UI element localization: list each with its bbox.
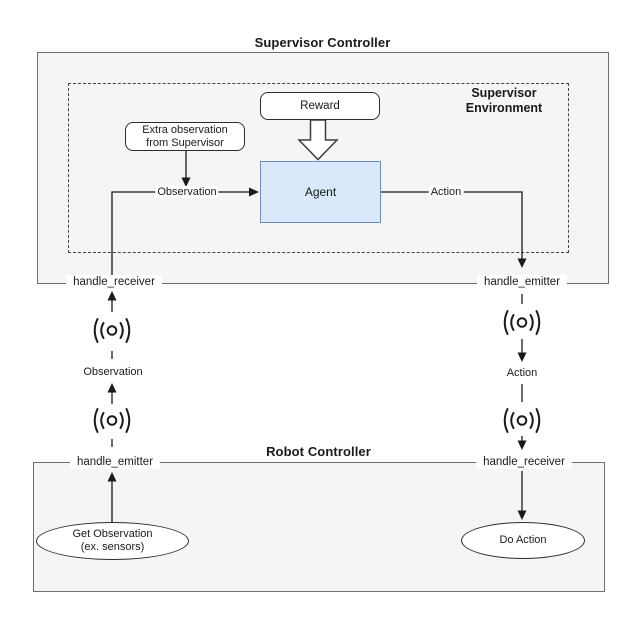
robot-handle-emitter-label: handle_emitter [69,455,161,469]
robot-controller-title: Robot Controller [266,444,371,459]
supervisor-handle-receiver-label: handle_receiver [66,275,162,289]
do-action-ellipse: Do Action [461,522,585,559]
wireless-signal-icon [93,408,131,433]
agent-node: Agent [260,161,381,223]
wireless-observation-label: Observation [83,366,143,378]
observation-edge-label: Observation [155,186,219,198]
reward-label: Reward [300,99,340,112]
extra-observation-line2: from Supervisor [146,136,224,149]
supervisor-environment-label: Supervisor Environment [465,86,543,115]
robot-handle-receiver-label: handle_receiver [476,455,572,469]
get-observation-line1: Get Observation [72,528,153,540]
supervisor-controller-title: Supervisor Controller [254,35,391,50]
wireless-action-label: Action [506,367,538,379]
arrowhead-up [107,383,117,393]
agent-label: Agent [304,185,337,199]
arrowhead-up [107,291,117,301]
wireless-signal-icon [93,318,131,343]
supervisor-handle-emitter-label: handle_emitter [476,275,568,289]
supervisor-environment-box [68,83,569,253]
get-observation-line2: (ex. sensors) [80,541,145,553]
reward-node: Reward [260,92,380,120]
wireless-signal-icon [503,310,541,335]
arrowhead-down [517,352,527,362]
extra-observation-line1: Extra observation [142,123,228,136]
get-observation-ellipse: Get Observation (ex. sensors) [36,522,189,560]
action-edge-label: Action [428,186,464,198]
extra-observation-node: Extra observation from Supervisor [125,122,245,151]
wireless-signal-icon [503,408,541,433]
do-action-label: Do Action [499,534,547,546]
